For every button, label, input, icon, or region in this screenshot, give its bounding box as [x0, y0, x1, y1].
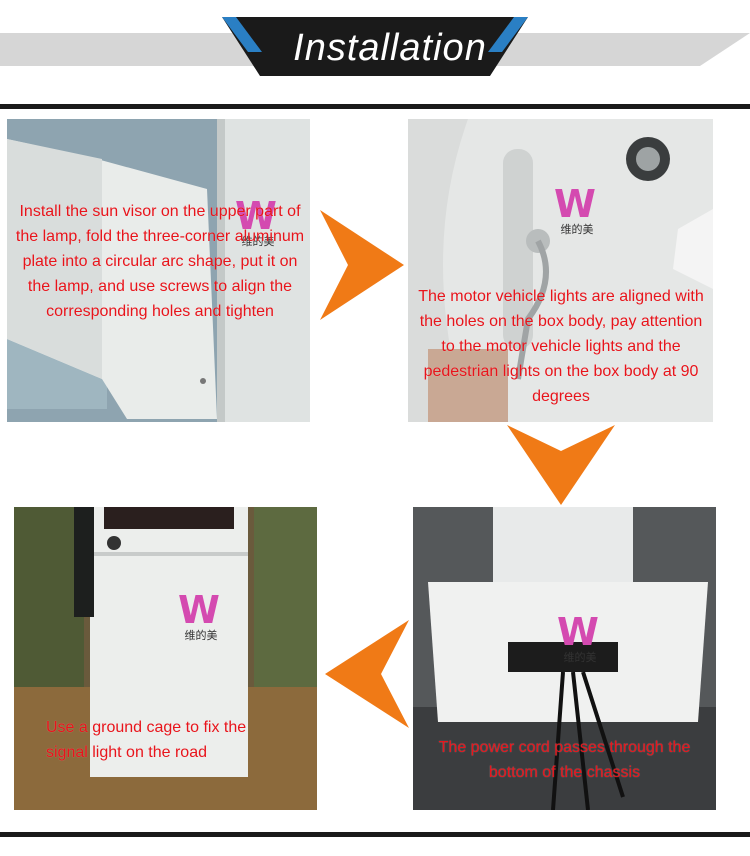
step-3-panel: W 维的美 The power cord passes through the …	[413, 507, 716, 810]
arrow-right-icon	[320, 210, 404, 320]
watermark-logo: W 维的美	[554, 182, 596, 236]
step-4-caption: Use a ground cage to fix the signal ligh…	[46, 719, 247, 761]
header-ribbon	[222, 17, 528, 76]
step-2-panel: W 维的美 The motor vehicle lights are align…	[408, 119, 713, 422]
page-title: Installation	[293, 27, 487, 69]
watermark-logo: W 维的美	[557, 610, 599, 664]
svg-text:W: W	[557, 610, 599, 649]
watermark-logo: W 维的美	[235, 194, 277, 248]
step-2-caption: The motor vehicle lights are aligned wit…	[418, 288, 704, 405]
svg-text:W: W	[178, 588, 220, 627]
step-4-panel: W 维的美 Use a ground cage to fix the signa…	[14, 507, 317, 810]
step-1-caption: Install the sun visor on the upper part …	[15, 203, 305, 320]
svg-text:W: W	[235, 194, 277, 233]
step-1-photo	[7, 119, 310, 422]
step-2-photo	[408, 119, 713, 422]
arrow-down-icon	[507, 425, 615, 505]
step-3-photo	[413, 507, 716, 810]
top-divider	[0, 104, 750, 109]
bottom-divider	[0, 832, 750, 837]
svg-text:W: W	[554, 182, 596, 221]
step-1-panel: W 维的美 Install the sun visor on the upper…	[7, 119, 310, 422]
step-3-caption: The power cord passes through the bottom…	[438, 739, 691, 781]
watermark-logo: W 维的美	[178, 588, 220, 642]
step-4-photo	[14, 507, 317, 810]
arrow-left-icon	[325, 620, 409, 728]
